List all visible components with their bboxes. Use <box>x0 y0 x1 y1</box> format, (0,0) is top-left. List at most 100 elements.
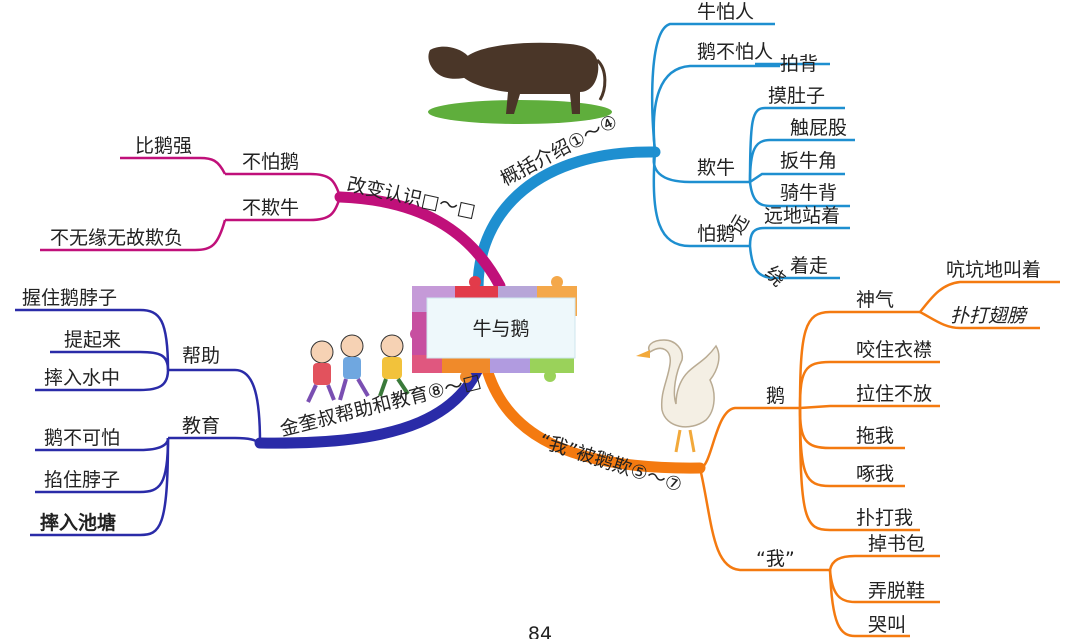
intro-cow-fear: 牛怕人 <box>697 1 754 23</box>
bully-me-item: 弄脱鞋 <box>868 580 925 602</box>
intro-bully-item: 骑牛背 <box>780 182 837 204</box>
connector <box>40 219 227 252</box>
puzzle-knob <box>410 328 422 340</box>
bully-goose-action: 啄我 <box>856 463 894 485</box>
child-body <box>382 357 402 379</box>
connector <box>748 245 840 280</box>
puzzle-knob <box>544 370 556 382</box>
child-body <box>313 363 331 385</box>
change-no-fear-item: 比鹅强 <box>135 135 192 157</box>
cow-body <box>462 42 599 114</box>
help-teach-item: 鹅不可怕 <box>44 427 120 449</box>
bully-goose-action: 咬住衣襟 <box>856 339 932 361</box>
intro-goose-nofear: 鹅不怕人 <box>697 41 773 63</box>
connector <box>120 156 227 175</box>
cow-head <box>428 46 470 79</box>
connector <box>798 407 920 532</box>
connector <box>30 437 170 537</box>
connector <box>748 138 855 183</box>
connector <box>652 151 750 248</box>
help-subtree <box>15 308 262 537</box>
connector <box>748 181 850 208</box>
connector <box>919 280 1060 313</box>
help-teach-item: 摔入池塘 <box>40 511 116 534</box>
intro-bully-item: 触屁股 <box>790 117 847 139</box>
puzzle-knob <box>551 276 563 288</box>
connector <box>35 369 170 392</box>
connector <box>828 569 910 638</box>
bully-goose-action: 拉住不放 <box>856 383 932 405</box>
bully-goose-action: 扑打我 <box>856 507 913 529</box>
connector <box>749 172 845 184</box>
bully-me-item: 掉书包 <box>868 533 925 555</box>
bully-goose-action: 拖我 <box>856 425 894 447</box>
help-teach-item: 掐住脖子 <box>44 469 120 491</box>
change-branch-curve <box>334 191 506 292</box>
puzzle-piece <box>490 356 530 373</box>
center-card <box>426 297 576 359</box>
bully-branch-curve <box>476 342 706 474</box>
bully-me: “我” <box>756 548 795 570</box>
intro-fear-item: 远地站着 <box>764 205 840 227</box>
connector <box>698 467 830 572</box>
child-head <box>340 334 364 358</box>
goose-legs <box>674 429 696 453</box>
intro-bully-cow: 欺牛 <box>697 157 735 179</box>
bully-goose: 鹅 <box>766 385 785 407</box>
connector <box>168 436 261 445</box>
puzzle-knob <box>469 276 481 288</box>
connector <box>50 350 170 371</box>
bully-spirit: 神气 <box>856 289 894 311</box>
change-subtree <box>40 156 342 252</box>
intro-deco-around: 绕 <box>760 262 789 291</box>
connector <box>919 310 1040 330</box>
change-no-fear: 不怕鹅 <box>242 151 299 173</box>
connector <box>828 554 940 571</box>
puzzle-piece <box>412 355 442 373</box>
puzzle-piece <box>442 356 490 373</box>
child-head <box>310 340 334 364</box>
cow-illustration <box>428 42 612 124</box>
intro-bully-item: 摸肚子 <box>768 85 825 107</box>
goose-beak <box>636 350 650 358</box>
intro-pat-back: 拍背 <box>780 53 818 75</box>
bully-spirit-item: 吭坑地叫着 <box>946 259 1041 281</box>
intro-bully-item: 扳牛角 <box>780 150 837 172</box>
connector <box>798 310 920 409</box>
center-title: 牛与鹅 <box>472 318 529 340</box>
help-help: 帮助 <box>182 345 220 367</box>
connector <box>225 196 342 222</box>
help-help-item: 握住鹅脖子 <box>22 287 117 309</box>
connector <box>798 360 940 409</box>
help-help-item: 摔入水中 <box>44 367 120 389</box>
help-help-item: 提起来 <box>64 329 121 351</box>
cow-tail <box>595 58 607 101</box>
change-no-bully: 不欺牛 <box>242 197 299 219</box>
connector <box>748 226 850 247</box>
bully-spirit-item: 扑打翅膀 <box>950 305 1029 327</box>
child-legs <box>378 377 410 397</box>
center-node: 牛与鹅 <box>410 276 577 383</box>
goose-illustration <box>636 339 720 453</box>
connector <box>168 368 262 444</box>
connector <box>225 172 342 198</box>
grass-patch <box>428 100 612 124</box>
connector <box>799 404 940 410</box>
goose-body <box>648 339 720 428</box>
children-illustration <box>306 334 410 403</box>
child-head <box>380 334 404 358</box>
bully-me-item: 哭叫 <box>868 614 906 636</box>
connector <box>15 308 170 371</box>
intro-subtree <box>650 22 855 280</box>
help-teach: 教育 <box>182 415 220 437</box>
bully-subtree <box>698 280 1060 638</box>
child-legs <box>306 384 336 403</box>
connector <box>699 406 800 470</box>
intro-fear-item: 着走 <box>790 255 828 277</box>
child-body <box>343 357 361 379</box>
page-number: 84 <box>528 623 552 639</box>
connector <box>652 64 780 153</box>
child-legs <box>338 377 370 401</box>
puzzle-knob <box>460 371 472 383</box>
